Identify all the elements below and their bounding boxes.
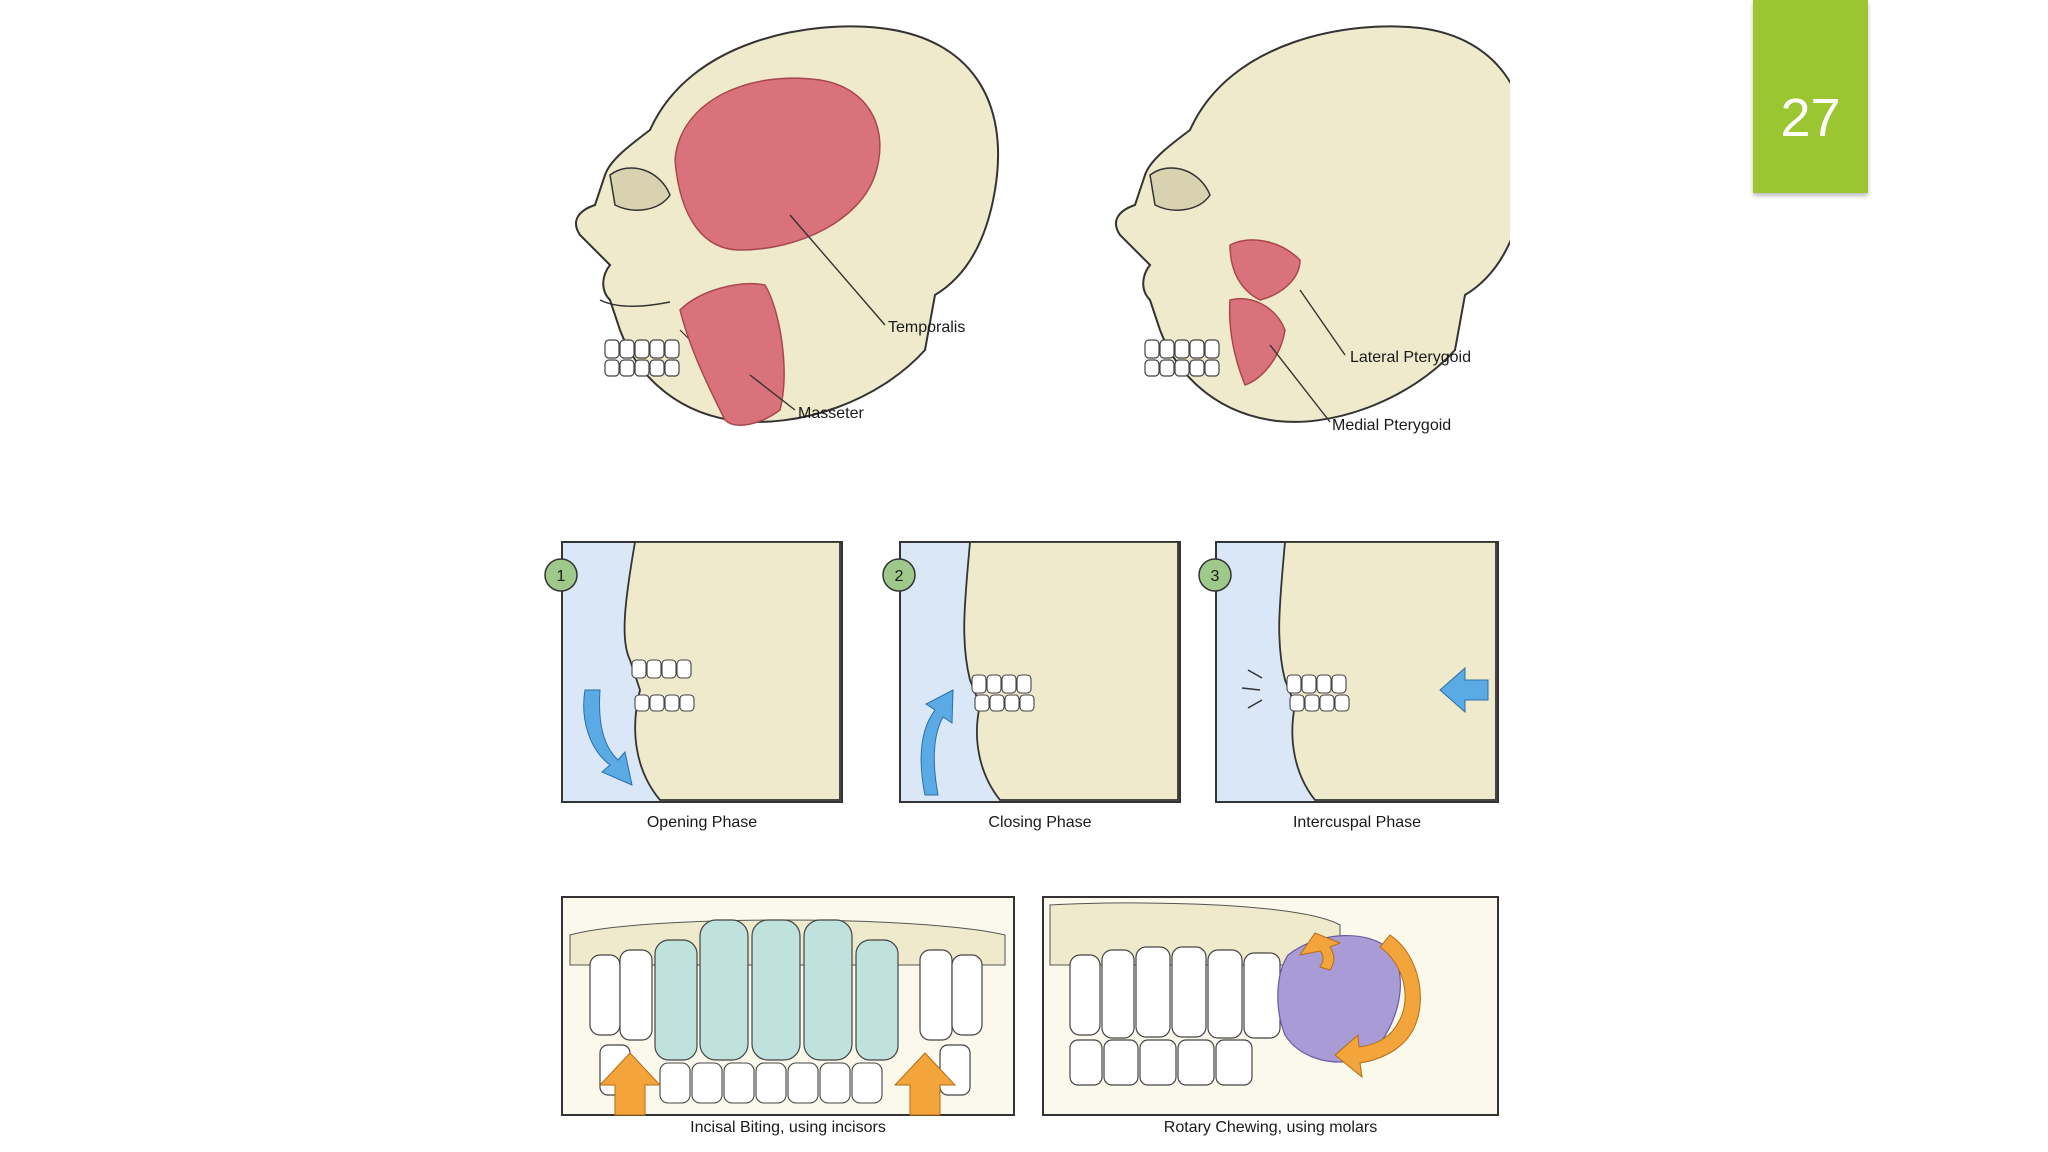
skull-right: Lateral Pterygoid Medial Pterygoid [1115,25,1510,434]
medial-pterygoid-label: Medial Pterygoid [1332,417,1451,434]
masseter-muscle [679,283,785,426]
arrow-down-icon [583,689,633,786]
lateral-pterygoid-muscle [1229,239,1301,301]
page-number-badge: 27 [1753,0,1868,193]
arrow-up-small-icon [1298,932,1342,971]
medial-pterygoid-muscle [1228,298,1286,386]
arrow-rotate-icon [1334,934,1421,1079]
phase-panel-intercuspal: 3 [1198,541,1499,803]
caption-closing-phase: Closing Phase [988,814,1092,831]
impact-lines-icon [1241,669,1263,709]
phase-number-3: 3 [1211,568,1220,585]
incisor-teeth [654,919,899,1061]
skull-left: Temporalis Masseter [575,25,1000,426]
page-number: 27 [1780,88,1841,148]
arrow-up-left-icon [598,1052,662,1116]
lateral-pterygoid-label: Lateral Pterygoid [1350,349,1471,366]
caption-incisal-biting: Incisal Biting, using incisors [690,1119,886,1136]
masseter-label: Masseter [798,405,864,422]
temporalis-muscle [674,77,881,251]
caption-intercuspal-phase: Intercuspal Phase [1292,814,1422,831]
muscles-of-mastication-figure: Temporalis Masseter Lateral Pterygoid Me… [575,25,1510,434]
temporalis-label: Temporalis [888,319,965,336]
phase-number-2: 2 [895,568,904,585]
arrow-up-icon [920,689,954,796]
phase-number-1: 1 [557,568,566,585]
rotary-chewing-panel [1042,896,1499,1116]
caption-rotary-chewing: Rotary Chewing, using molars [1163,1119,1378,1136]
phase-panel-opening: 1 [544,541,843,803]
phase-panel-closing: 2 [882,541,1181,803]
chewing-phases-figure: 1 2 3 [544,541,1499,803]
caption-opening-phase: Opening Phase [646,814,758,831]
arrow-up-right-icon [893,1052,957,1116]
arrow-left-icon [1439,666,1489,714]
incisal-biting-panel [561,896,1015,1116]
bite-types-figure [561,896,1499,1116]
